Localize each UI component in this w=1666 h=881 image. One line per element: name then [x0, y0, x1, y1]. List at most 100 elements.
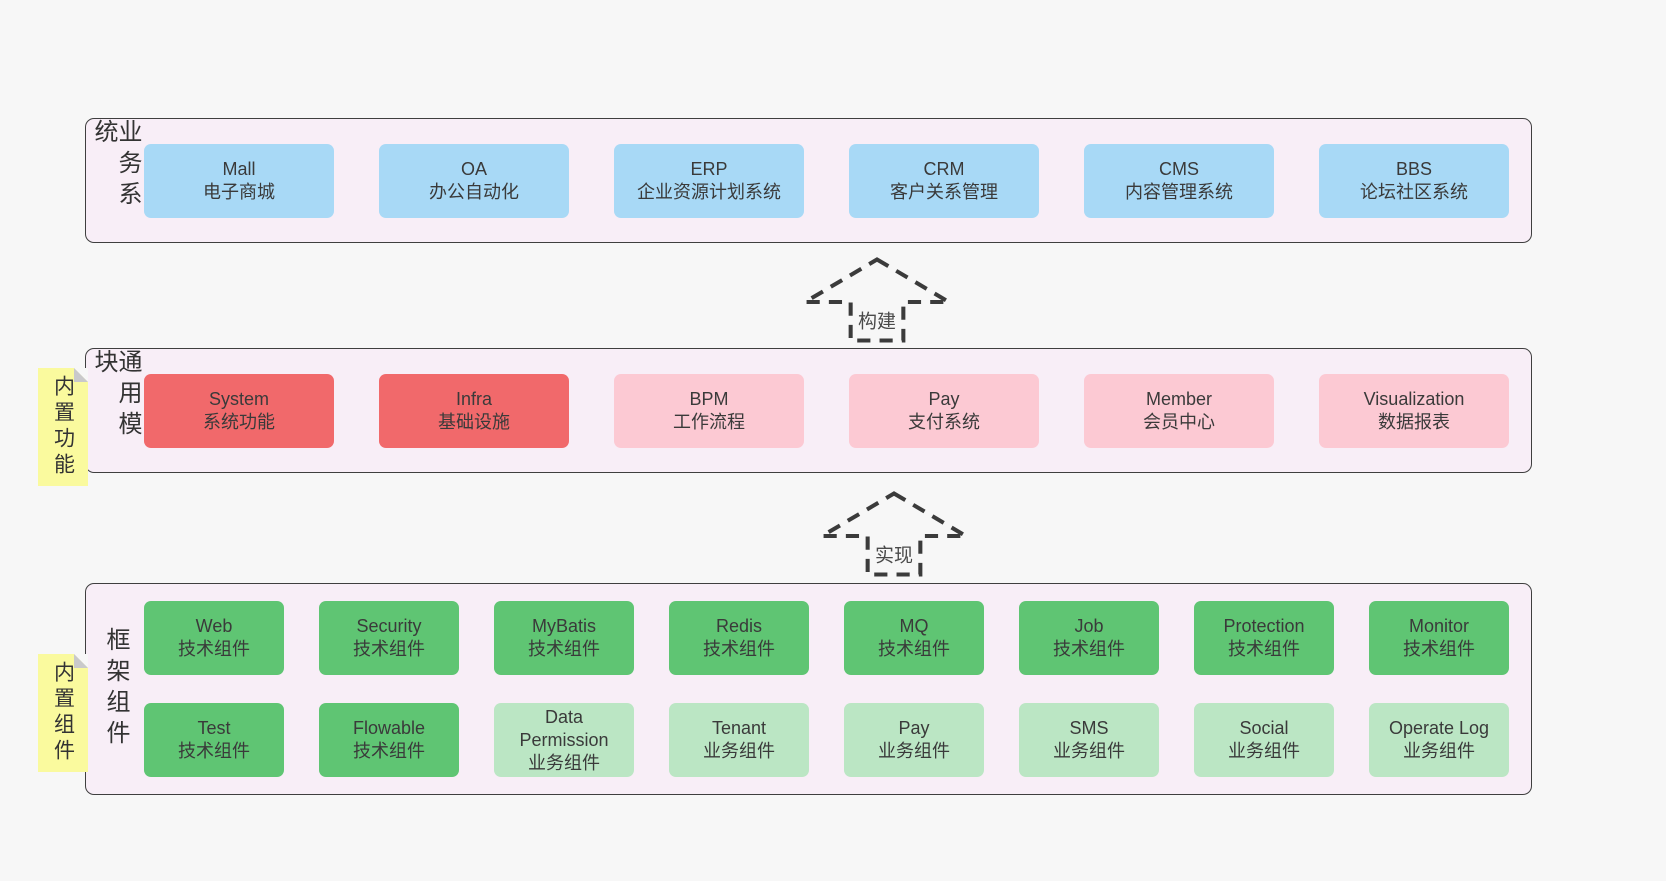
card-title: Social: [1239, 718, 1289, 738]
card-bpm: BPM 工作流程: [614, 373, 804, 448]
band-common-modules: 通用模块 System 系统功能 Infra 基础设施 BPM 工作流程 Pay: [85, 348, 1532, 473]
card-mall: Mall 电子商城: [144, 143, 334, 218]
card-subtitle: 技术组件: [353, 741, 425, 761]
card-redis: Redis 技术组件: [669, 601, 809, 675]
card-infra: Infra 基础设施: [379, 373, 569, 448]
card-title: ERP: [690, 158, 728, 179]
card-subtitle: 业务组件: [703, 741, 775, 761]
card-title: CRM: [923, 158, 965, 179]
arrow-up-icon: [801, 257, 953, 343]
card-pay-module: Pay 支付系统: [849, 373, 1039, 448]
band-label-column: 框架组件: [86, 584, 144, 794]
card-visualization: Visualization 数据报表: [1319, 373, 1509, 448]
card-title: Pay: [928, 388, 960, 409]
card-tenant: Tenant 业务组件: [669, 703, 809, 777]
card-crm: CRM 客户关系管理: [849, 143, 1039, 218]
card-title: Operate Log: [1388, 718, 1490, 738]
card-row: System 系统功能 Infra 基础设施 BPM 工作流程 Pay 支付系统…: [144, 373, 1509, 448]
card-flowable: Flowable 技术组件: [319, 703, 459, 777]
card-erp: ERP 企业资源计划系统: [614, 143, 804, 218]
card-bbs: BBS 论坛社区系统: [1319, 143, 1509, 218]
note-fold-icon: [74, 654, 88, 668]
card-title: BPM: [689, 388, 729, 409]
band-framework-components: 框架组件 Web 技术组件 Security 技术组件 MyBatis 技术组件…: [85, 583, 1532, 795]
card-subtitle: 技术组件: [1053, 639, 1125, 659]
card-subtitle: 数据报表: [1378, 411, 1450, 432]
card-title: Mall: [222, 158, 256, 179]
card-subtitle: 技术组件: [1228, 639, 1300, 659]
card-subtitle: 业务组件: [1053, 741, 1125, 761]
card-subtitle: 会员中心: [1143, 411, 1215, 432]
card-subtitle: 系统功能: [203, 411, 275, 432]
card-subtitle: 论坛社区系统: [1360, 181, 1468, 202]
band-label-column: 业务系统: [86, 119, 144, 242]
card-system: System 系统功能: [144, 373, 334, 448]
note-fold-icon: [74, 368, 88, 382]
card-title: MyBatis: [531, 616, 596, 636]
card-title: Tenant: [711, 718, 767, 738]
card-title: Test: [197, 718, 231, 738]
sticky-note-label: 内置组件: [51, 661, 75, 765]
card-subtitle: 业务组件: [528, 752, 600, 773]
card-title: Job: [1074, 616, 1104, 636]
band-label-column: 通用模块: [86, 349, 144, 472]
card-title: Security: [356, 616, 422, 636]
card-row-biz: Test 技术组件 Flowable 技术组件 Data Permission …: [144, 703, 1509, 777]
card-mybatis: MyBatis 技术组件: [494, 601, 634, 675]
card-title: Infra: [455, 388, 493, 409]
card-subtitle: 业务组件: [878, 741, 950, 761]
card-subtitle: 企业资源计划系统: [637, 181, 781, 202]
card-title: Visualization: [1363, 388, 1465, 409]
card-title: Data Permission: [519, 706, 609, 750]
card-data-permission: Data Permission 业务组件: [494, 703, 634, 777]
card-subtitle: 技术组件: [353, 639, 425, 659]
band-common-modules-content: System 系统功能 Infra 基础设施 BPM 工作流程 Pay 支付系统…: [144, 349, 1531, 472]
card-title: OA: [460, 158, 487, 179]
card-subtitle: 内容管理系统: [1125, 181, 1233, 202]
card-test: Test 技术组件: [144, 703, 284, 777]
card-subtitle: 技术组件: [878, 639, 950, 659]
card-title: Flowable: [352, 718, 426, 738]
arrow-build-label: 构建: [854, 305, 900, 335]
card-title: Monitor: [1408, 616, 1470, 636]
band-business-systems: 业务系统 Mall 电子商城 OA 办公自动化 ERP 企业资源计划系统 CRM: [85, 118, 1532, 243]
card-subtitle: 电子商城: [203, 181, 275, 202]
card-row-tech: Web 技术组件 Security 技术组件 MyBatis 技术组件 Redi…: [144, 601, 1509, 675]
card-member: Member 会员中心: [1084, 373, 1274, 448]
arrow-up-icon: [818, 491, 970, 577]
card-title: MQ: [899, 616, 929, 636]
arrow-build: 构建: [801, 256, 953, 344]
card-subtitle: 客户关系管理: [890, 181, 998, 202]
card-title: CMS: [1159, 158, 1199, 179]
card-social: Social 业务组件: [1194, 703, 1334, 777]
card-oa: OA 办公自动化: [379, 143, 569, 218]
card-title: Protection: [1223, 616, 1305, 636]
card-monitor: Monitor 技术组件: [1369, 601, 1509, 675]
band-business-systems-label: 业务系统: [90, 119, 141, 212]
card-subtitle: 技术组件: [703, 639, 775, 659]
card-mq: MQ 技术组件: [844, 601, 984, 675]
arrow-implement-label: 实现: [871, 539, 917, 569]
sticky-note-builtin-features: 内置功能: [38, 368, 88, 486]
band-business-systems-content: Mall 电子商城 OA 办公自动化 ERP 企业资源计划系统 CRM 客户关系…: [144, 119, 1531, 242]
card-title: BBS: [1395, 158, 1433, 179]
card-subtitle: 技术组件: [178, 639, 250, 659]
card-operate-log: Operate Log 业务组件: [1369, 703, 1509, 777]
band-common-modules-label: 通用模块: [90, 349, 141, 442]
band-framework-components-label: 框架组件: [102, 627, 129, 751]
card-protection: Protection 技术组件: [1194, 601, 1334, 675]
card-subtitle: 技术组件: [528, 639, 600, 659]
sticky-note-builtin-components: 内置组件: [38, 654, 88, 772]
card-title: Web: [195, 616, 233, 636]
card-title: System: [208, 388, 269, 409]
card-subtitle: 业务组件: [1403, 741, 1475, 761]
card-cms: CMS 内容管理系统: [1084, 143, 1274, 218]
card-subtitle: 技术组件: [1403, 639, 1475, 659]
card-title: Redis: [715, 616, 763, 636]
card-subtitle: 业务组件: [1228, 741, 1300, 761]
card-title: Pay: [898, 718, 930, 738]
card-sms: SMS 业务组件: [1019, 703, 1159, 777]
card-pay-component: Pay 业务组件: [844, 703, 984, 777]
card-job: Job 技术组件: [1019, 601, 1159, 675]
